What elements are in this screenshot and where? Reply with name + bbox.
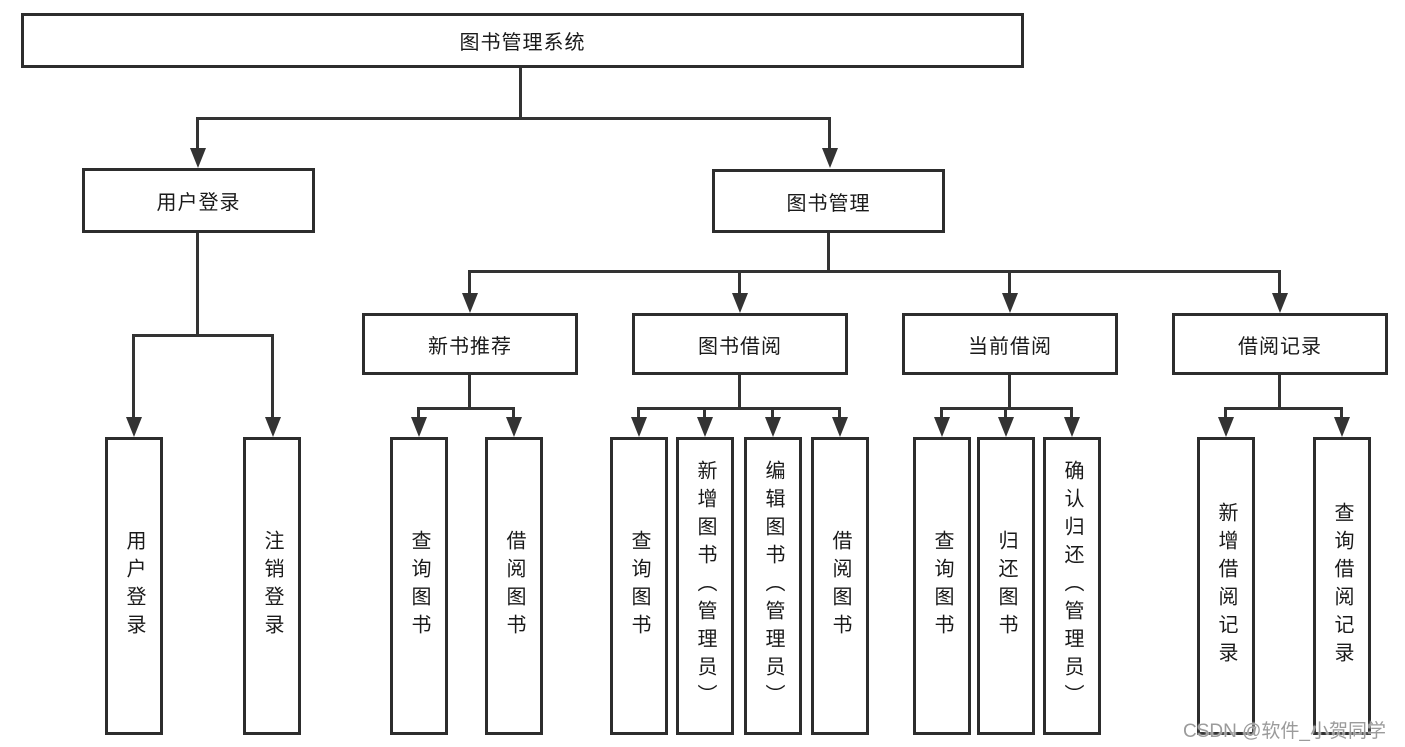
node-user-login: 用户登录 bbox=[82, 168, 315, 233]
connector-root-stem bbox=[519, 68, 522, 120]
arrow-borrow-2 bbox=[696, 407, 713, 437]
leaf-logout-label: 注销登录 bbox=[261, 530, 283, 642]
arrow-record-1 bbox=[1217, 407, 1234, 437]
leaf-borrow-book: 借阅图书 bbox=[811, 437, 869, 735]
arrow-to-user-login bbox=[189, 117, 206, 168]
leaf-borrow-add-label: 新增图书（管理员） bbox=[694, 460, 716, 712]
node-book-mgmt-label: 图书管理 bbox=[786, 192, 871, 215]
arrow-borrow-3 bbox=[764, 407, 781, 437]
arrow-current-2 bbox=[997, 407, 1014, 437]
leaf-newbook-query-label: 查询图书 bbox=[408, 530, 430, 642]
connector-login-stem bbox=[196, 233, 199, 337]
csdn-watermark: CSDN @软件_小贺同学 bbox=[1183, 721, 1386, 742]
leaf-record-query-label: 查询借阅记录 bbox=[1331, 502, 1353, 670]
leaf-borrow-edit-label: 编辑图书（管理员） bbox=[762, 460, 784, 712]
arrow-newbook-1 bbox=[410, 407, 427, 437]
leaf-newbook-borrow: 借阅图书 bbox=[485, 437, 543, 735]
connector-mgmt-stem bbox=[827, 233, 830, 272]
connector-root-bar bbox=[196, 117, 831, 120]
node-borrow-record-label: 借阅记录 bbox=[1238, 335, 1322, 358]
arrow-borrow-1 bbox=[630, 407, 647, 437]
leaf-current-confirm-label: 确认归还（管理员） bbox=[1061, 460, 1083, 712]
arrow-to-book-borrow bbox=[731, 270, 748, 313]
leaf-current-return-label: 归还图书 bbox=[995, 530, 1017, 642]
leaf-user-login-label: 用户登录 bbox=[123, 530, 145, 642]
leaf-current-query-label: 查询图书 bbox=[931, 530, 953, 642]
arrow-current-3 bbox=[1063, 407, 1080, 437]
node-new-book-rec-label: 新书推荐 bbox=[428, 335, 512, 358]
arrow-to-login-leaf bbox=[125, 334, 142, 437]
arrow-to-new-book-rec bbox=[461, 270, 478, 313]
leaf-current-confirm: 确认归还（管理员） bbox=[1043, 437, 1101, 735]
leaf-user-login: 用户登录 bbox=[105, 437, 163, 735]
connector-newbook-bar bbox=[417, 407, 515, 410]
node-book-mgmt: 图书管理 bbox=[712, 169, 945, 233]
leaf-newbook-query: 查询图书 bbox=[390, 437, 448, 735]
connector-borrow-stem bbox=[738, 375, 741, 410]
connector-record-stem bbox=[1278, 375, 1281, 410]
arrow-to-borrow-record bbox=[1271, 270, 1288, 313]
leaf-logout: 注销登录 bbox=[243, 437, 301, 735]
arrow-to-book-mgmt bbox=[821, 117, 838, 168]
node-new-book-rec: 新书推荐 bbox=[362, 313, 578, 375]
leaf-record-add: 新增借阅记录 bbox=[1197, 437, 1255, 735]
node-root-label: 图书管理系统 bbox=[459, 32, 586, 54]
node-borrow-record: 借阅记录 bbox=[1172, 313, 1388, 375]
connector-borrow-bar bbox=[637, 407, 841, 410]
leaf-record-query: 查询借阅记录 bbox=[1313, 437, 1371, 735]
node-current-borrow-label: 当前借阅 bbox=[968, 335, 1052, 358]
connector-mgmt-bar bbox=[468, 270, 1280, 273]
leaf-borrow-query-label: 查询图书 bbox=[628, 530, 650, 642]
node-current-borrow: 当前借阅 bbox=[902, 313, 1118, 375]
connector-current-stem bbox=[1008, 375, 1011, 410]
connector-record-bar bbox=[1224, 407, 1343, 410]
leaf-borrow-edit: 编辑图书（管理员） bbox=[744, 437, 802, 735]
node-user-login-label: 用户登录 bbox=[156, 192, 241, 214]
arrow-record-2 bbox=[1333, 407, 1350, 437]
connector-newbook-stem bbox=[468, 375, 471, 410]
arrow-to-logout-leaf bbox=[264, 334, 281, 437]
connector-login-bar bbox=[132, 334, 274, 337]
leaf-newbook-borrow-label: 借阅图书 bbox=[503, 530, 525, 642]
leaf-current-query: 查询图书 bbox=[913, 437, 971, 735]
leaf-record-add-label: 新增借阅记录 bbox=[1215, 502, 1237, 670]
node-book-borrow: 图书借阅 bbox=[632, 313, 848, 375]
leaf-borrow-add: 新增图书（管理员） bbox=[676, 437, 734, 735]
leaf-current-return: 归还图书 bbox=[977, 437, 1035, 735]
arrow-borrow-4 bbox=[831, 407, 848, 437]
node-root: 图书管理系统 bbox=[21, 13, 1024, 68]
arrow-to-current-borrow bbox=[1001, 270, 1018, 313]
leaf-borrow-query: 查询图书 bbox=[610, 437, 668, 735]
arrow-newbook-2 bbox=[505, 407, 522, 437]
leaf-borrow-book-label: 借阅图书 bbox=[829, 530, 851, 642]
arrow-current-1 bbox=[933, 407, 950, 437]
node-book-borrow-label: 图书借阅 bbox=[698, 335, 782, 358]
